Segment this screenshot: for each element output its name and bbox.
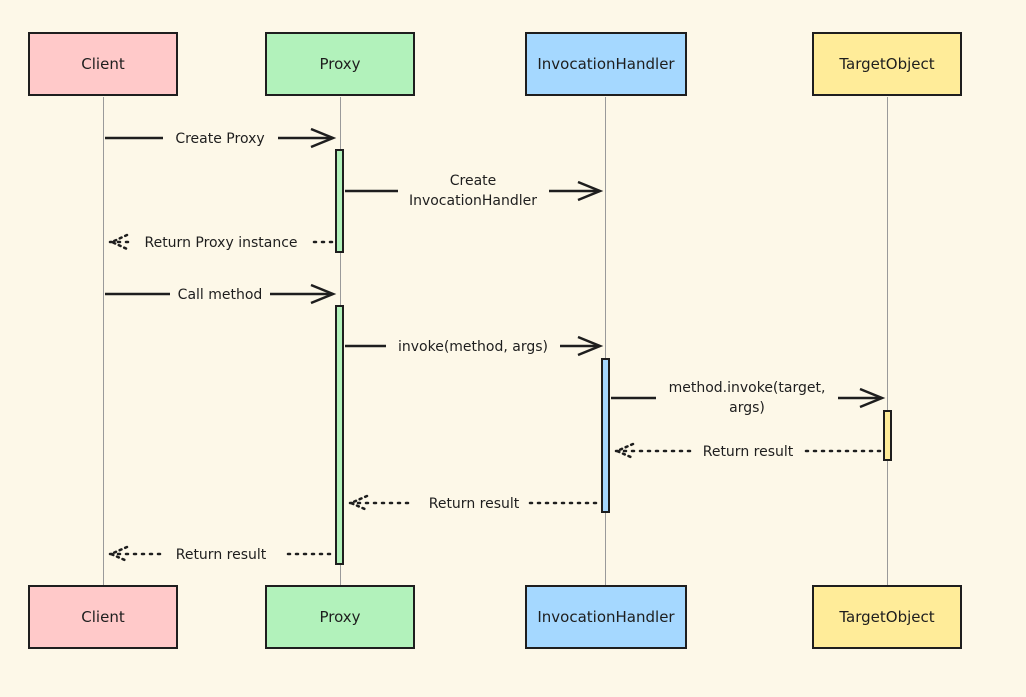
- arrowhead-icon: [347, 494, 369, 512]
- arrowhead-icon: [107, 545, 129, 563]
- arrowhead-icon: [613, 442, 635, 460]
- arrowhead-icon: [109, 233, 129, 251]
- actor-label: Client: [81, 608, 125, 626]
- arrowhead-icon: [577, 180, 604, 202]
- actor-label: Client: [81, 55, 125, 73]
- actor-client-top: Client: [28, 32, 178, 96]
- message-label: Return result: [176, 547, 267, 563]
- message-create-proxy: Create Proxy: [105, 127, 337, 149]
- actor-invocationhandler-bottom: InvocationHandler: [525, 585, 687, 649]
- message-call-method: Call method: [105, 283, 337, 305]
- actor-label: TargetObject: [839, 55, 935, 73]
- actor-label: InvocationHandler: [537, 55, 675, 73]
- actor-label: TargetObject: [839, 608, 935, 626]
- arrowhead-icon: [577, 335, 604, 357]
- invocationhandler-lifeline: [605, 97, 606, 585]
- actor-invocationhandler-top: InvocationHandler: [525, 32, 687, 96]
- message-label-line1: method.invoke(target,: [669, 380, 826, 396]
- message-return-result-proxy: Return result: [107, 545, 334, 563]
- arrowhead-icon: [310, 127, 337, 149]
- message-return-proxy-instance: Return Proxy instance: [108, 233, 335, 251]
- message-create-invocationhandler: Create InvocationHandler: [345, 173, 604, 209]
- actor-targetobject-top: TargetObject: [812, 32, 962, 96]
- message-label: invoke(method, args): [398, 339, 548, 355]
- arrowhead-icon: [310, 283, 337, 305]
- invocationhandler-activation: [601, 358, 610, 513]
- message-label-line1: Create: [450, 173, 497, 189]
- arrowhead-icon: [859, 387, 886, 409]
- actor-client-bottom: Client: [28, 585, 178, 649]
- targetobject-lifeline: [887, 97, 888, 585]
- actor-targetobject-bottom: TargetObject: [812, 585, 962, 649]
- client-lifeline: [103, 97, 104, 585]
- message-label: Create Proxy: [175, 131, 264, 147]
- proxy-activation-2: [335, 305, 344, 565]
- actor-label: Proxy: [319, 55, 361, 73]
- actor-proxy-top: Proxy: [265, 32, 415, 96]
- targetobject-activation: [883, 410, 892, 461]
- message-method-invoke: method.invoke(target, args): [611, 380, 886, 416]
- message-label-line2: args): [729, 400, 765, 416]
- message-return-result-handler: Return result: [347, 494, 600, 512]
- message-label: Call method: [178, 287, 263, 303]
- message-label: Return result: [429, 496, 520, 512]
- message-label: Return result: [703, 444, 794, 460]
- actor-label: InvocationHandler: [537, 608, 675, 626]
- message-return-result-target: Return result: [613, 442, 882, 460]
- message-label: Return Proxy instance: [144, 235, 297, 251]
- message-invoke: invoke(method, args): [345, 335, 604, 357]
- proxy-activation-1: [335, 149, 344, 253]
- actor-label: Proxy: [319, 608, 361, 626]
- actor-proxy-bottom: Proxy: [265, 585, 415, 649]
- message-label-line2: InvocationHandler: [409, 193, 537, 209]
